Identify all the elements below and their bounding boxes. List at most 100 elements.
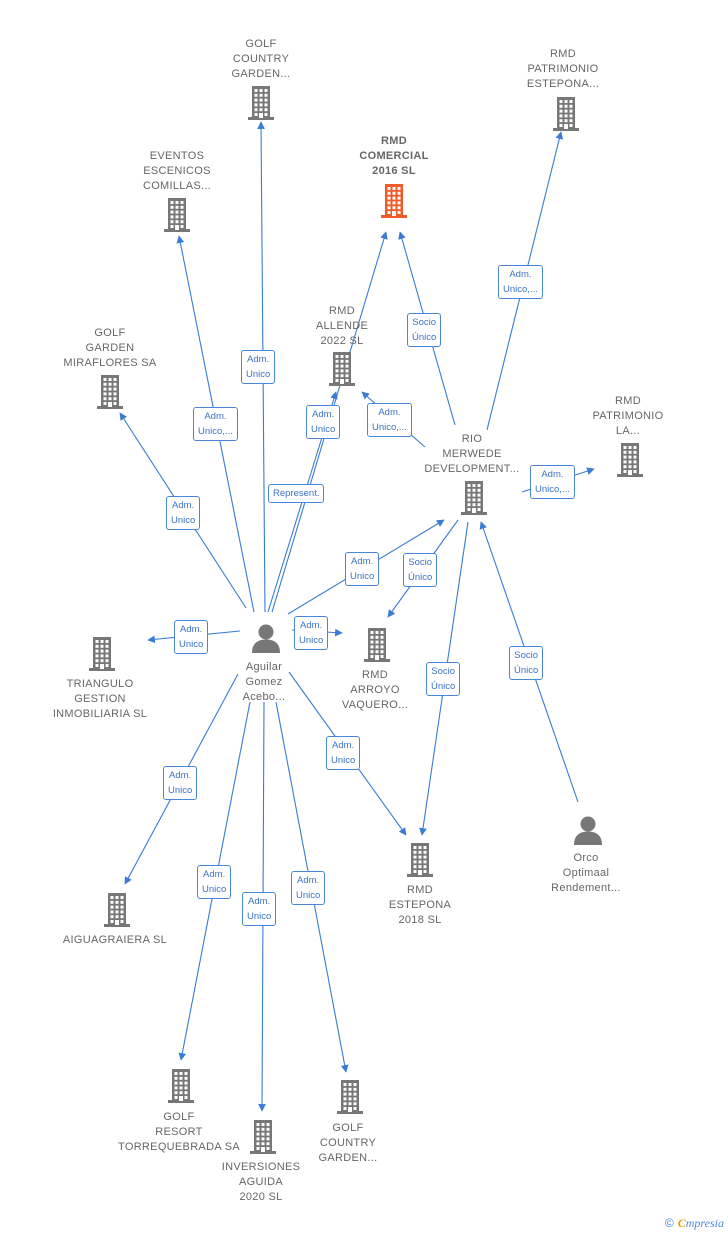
edge-label-adm_unico_aiguagraiera[interactable]: Adm.Unico bbox=[163, 766, 198, 800]
building-icon-rio_merwede[interactable] bbox=[461, 481, 487, 520]
edge-label-adm_unico_eventos[interactable]: Adm. Unico,... bbox=[193, 407, 238, 441]
edge-label-adm_unico_patrimonio_la[interactable]: Adm.Unico,... bbox=[530, 465, 575, 499]
edge-label-adm_unico_golf_resort[interactable]: Adm. Unico bbox=[197, 865, 232, 899]
edge-label-adm_unico_golf_country_bottom[interactable]: Adm. Unico bbox=[291, 871, 326, 905]
edge-label-line: Unico bbox=[296, 890, 321, 901]
edge-label-line: Unico,... bbox=[198, 426, 233, 437]
node-label-line: Optimaal bbox=[562, 867, 610, 879]
edge-label-adm_unico_patrimonio_estepona[interactable]: Adm.Unico,... bbox=[498, 265, 543, 299]
edge-label-line: Unico bbox=[331, 755, 356, 766]
edge-label-line: Socio bbox=[514, 650, 539, 661]
building-icon-triangulo[interactable] bbox=[89, 637, 115, 676]
edge-label-line: Adm. bbox=[180, 624, 203, 635]
node-label-line: COMILLAS... bbox=[142, 180, 212, 192]
person-icon-aguilar[interactable] bbox=[251, 623, 281, 658]
building-icon-golf_garden_miraflores[interactable] bbox=[97, 375, 123, 414]
node-label-line: GOLF bbox=[332, 1122, 364, 1134]
node-label-line: RMD bbox=[362, 669, 388, 681]
building-icon-inversiones_aguida[interactable] bbox=[250, 1120, 276, 1159]
node-label-line: RMD bbox=[615, 395, 641, 407]
edge-label-line: Socio bbox=[431, 666, 456, 677]
building-icon-rmd_estepona_2018[interactable] bbox=[407, 843, 433, 882]
edge-label-line: Adm. bbox=[297, 875, 320, 886]
edge-label-adm_unico_estepona_2018[interactable]: Adm. Unico bbox=[326, 736, 361, 770]
node-label-line: Acebo... bbox=[242, 691, 286, 703]
building-icon-rmd_patrimonio_la[interactable] bbox=[617, 443, 643, 482]
edge-label-adm_unico_golf_country_top[interactable]: Adm.Unico bbox=[241, 350, 276, 384]
building-icon-golf_country_bottom[interactable] bbox=[337, 1080, 363, 1119]
edge-label-adm_unico_triangulo[interactable]: Adm.Unico bbox=[174, 620, 209, 654]
node-label-aiguagraiera[interactable]: AIGUAGRAIERA SL bbox=[63, 933, 167, 948]
edge-label-represent_comercial[interactable]: Represent. bbox=[268, 484, 325, 503]
node-label-line: GESTION bbox=[74, 693, 126, 705]
node-label-line: DEVELOPMENT... bbox=[424, 463, 520, 475]
edge-label-adm_unico_allende[interactable]: Adm. Unico bbox=[306, 405, 341, 439]
node-label-line: INVERSIONES bbox=[221, 1161, 301, 1173]
node-label-line: ESTEPONA... bbox=[526, 78, 600, 90]
edge-label-line: Adm. bbox=[300, 620, 323, 631]
node-label-line: GARDEN bbox=[85, 342, 135, 354]
edge-label-line: Unico,... bbox=[535, 484, 570, 495]
edge-label-adm_unico_rio_merwede[interactable]: Adm.Unico bbox=[345, 552, 380, 586]
node-label-rio_merwede[interactable]: RIO MERWEDE DEVELOPMENT... bbox=[424, 432, 519, 477]
edge-label-line: Adm. bbox=[332, 740, 355, 751]
person-icon-orco[interactable] bbox=[573, 815, 603, 850]
building-icon-eventos[interactable] bbox=[164, 198, 190, 237]
edge-label-adm_unico_rio_allende[interactable]: Adm.Unico,... bbox=[367, 403, 412, 437]
node-label-line: 2016 SL bbox=[372, 165, 416, 177]
edge-label-adm_unico_inversiones[interactable]: Adm.Unico bbox=[242, 892, 277, 926]
node-label-line: GOLF bbox=[163, 1111, 195, 1123]
building-icon-rmd_patrimonio_estepona[interactable] bbox=[553, 97, 579, 136]
building-icon-golf_country_top[interactable] bbox=[248, 86, 274, 125]
node-label-line: RMD bbox=[550, 48, 576, 60]
node-label-line: Gomez bbox=[245, 676, 283, 688]
node-label-line: 2022 SL bbox=[320, 335, 364, 347]
edge-label-line: Adm. bbox=[204, 411, 227, 422]
edge-label-line: Unico bbox=[171, 515, 196, 526]
node-label-line: RMD bbox=[407, 884, 433, 896]
edge-label-line: Adm. bbox=[248, 896, 271, 907]
node-label-line: 2018 SL bbox=[398, 914, 442, 926]
edge-label-adm_unico_arroyo[interactable]: Adm.Unico bbox=[294, 616, 329, 650]
node-label-line: MIRAFLORES SA bbox=[63, 357, 157, 369]
node-label-line: PATRIMONIO bbox=[592, 410, 664, 422]
edge-label-line: Adm. bbox=[312, 409, 335, 420]
footer-brand[interactable]: ©Cmpresia bbox=[665, 1216, 724, 1231]
edge-label-line: Unico bbox=[202, 884, 227, 895]
building-icon-aiguagraiera[interactable] bbox=[104, 893, 130, 932]
edge-label-line: Adm. bbox=[203, 869, 226, 880]
brand-logo-text: mpresia bbox=[685, 1216, 724, 1230]
building-icon-rmd_comercial[interactable] bbox=[381, 184, 407, 223]
edge-label-line: Adm. bbox=[169, 770, 192, 781]
node-label-line: AGUIDA bbox=[239, 1176, 283, 1188]
building-icon-rmd_arroyo[interactable] bbox=[364, 628, 390, 667]
edge-label-adm_unico_miraflores[interactable]: Adm. Unico bbox=[166, 496, 201, 530]
node-label-line: INMOBILIARIA SL bbox=[52, 708, 148, 720]
node-label-line: MERWEDE bbox=[442, 448, 502, 460]
edge-label-line: Unico bbox=[311, 424, 336, 435]
building-icon-golf_resort[interactable] bbox=[168, 1069, 194, 1108]
node-label-line: RIO bbox=[461, 433, 483, 445]
edge-label-line: Adm. bbox=[378, 407, 401, 418]
edge-label-line: Adm. bbox=[172, 500, 195, 511]
building-icon-rmd_allende[interactable] bbox=[329, 352, 355, 391]
